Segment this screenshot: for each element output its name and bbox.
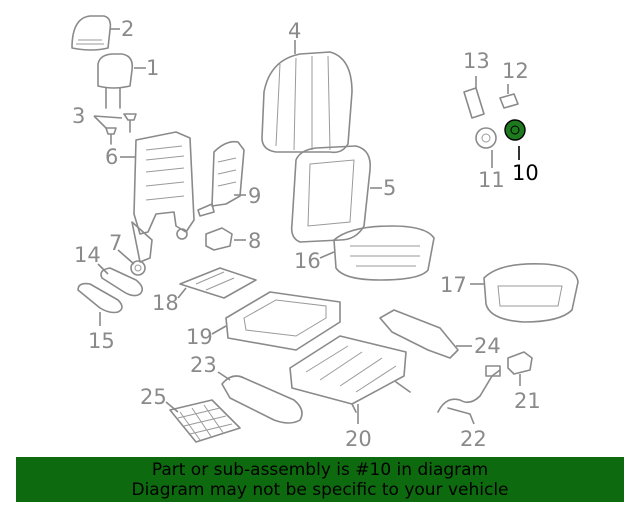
part-22-wiring-harness[interactable] [437, 365, 501, 415]
part-5-seatback-pad[interactable] [290, 145, 372, 243]
label-2: 2 [121, 17, 134, 41]
label-7: 7 [109, 231, 122, 255]
banner-line-2: Diagram may not be specific to your vehi… [131, 479, 509, 500]
part-21-seat-switch[interactable] [507, 351, 533, 375]
part-24-side-cover[interactable] [379, 309, 459, 359]
part-18-seat-frame-bracket[interactable] [179, 267, 257, 299]
label-13: 13 [463, 49, 490, 73]
label-14: 14 [74, 243, 101, 267]
part-11-knob[interactable] [475, 127, 497, 149]
label-12: 12 [502, 59, 529, 83]
part-17-seat-cushion-pad[interactable] [483, 262, 579, 323]
part-23-side-shield[interactable] [221, 375, 303, 424]
part-8-seat-motor[interactable] [205, 227, 233, 251]
label-5: 5 [383, 176, 396, 200]
part-16-seat-cushion-cover[interactable] [333, 225, 435, 281]
part-6-seatback-frame[interactable] [131, 131, 195, 263]
label-6: 6 [105, 145, 118, 169]
banner-line-1: Part or sub-assembly is #10 in diagram [151, 459, 489, 480]
part-12-clip[interactable] [499, 93, 519, 109]
label-1: 1 [146, 56, 159, 80]
label-3: 3 [72, 104, 85, 128]
part-25-storage-net[interactable] [169, 399, 241, 443]
label-9: 9 [248, 184, 261, 208]
label-17: 17 [440, 273, 467, 297]
part-13-bezel[interactable] [463, 87, 485, 119]
part-3-headrest-guides[interactable] [105, 113, 137, 145]
label-21: 21 [514, 389, 541, 413]
part-1-headrest[interactable] [97, 53, 134, 109]
info-banner: Part or sub-assembly is #10 in diagram D… [16, 457, 624, 502]
label-4: 4 [288, 19, 301, 43]
label-22: 22 [460, 427, 487, 451]
part-2-headrest-frame[interactable] [71, 15, 112, 51]
label-23: 23 [190, 353, 217, 377]
part-15-side-trim[interactable] [77, 282, 123, 314]
part-10-knob-highlighted[interactable] [504, 119, 526, 141]
part-7-recline-knob[interactable] [130, 260, 146, 276]
part-4-seatback-cover[interactable] [261, 51, 353, 154]
part-19-seat-pan[interactable] [225, 291, 341, 351]
label-19: 19 [186, 325, 213, 349]
label-18: 18 [152, 291, 179, 315]
label-25: 25 [140, 385, 167, 409]
label-24: 24 [474, 334, 501, 358]
part-20-seat-track[interactable] [289, 335, 411, 413]
label-16: 16 [294, 249, 321, 273]
part-14-side-trim[interactable] [100, 267, 144, 297]
label-11: 11 [478, 168, 505, 192]
label-15: 15 [88, 329, 115, 353]
part-9-lumbar-support[interactable] [197, 140, 245, 217]
label-20: 20 [345, 427, 372, 451]
label-8: 8 [248, 229, 261, 253]
label-10: 10 [512, 161, 539, 185]
